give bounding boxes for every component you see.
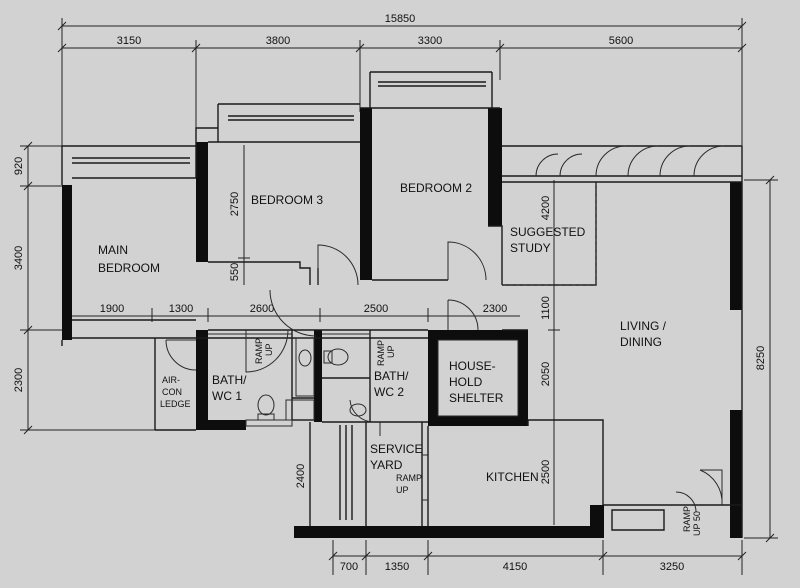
- label-aircon-2: CON: [162, 387, 182, 397]
- walls: [62, 108, 742, 538]
- dim-bedroom3-height: 2750: [229, 192, 241, 216]
- dim-left-2: 3400: [13, 246, 25, 270]
- label-study-1: SUGGESTED: [510, 225, 586, 239]
- dim-shelter-height: 2050: [540, 362, 552, 386]
- dim-internal-4: 2500: [364, 303, 388, 315]
- ramp3-label-2: UP: [396, 485, 409, 495]
- dim-bottom-4: 3250: [660, 561, 684, 573]
- dim-bottom-2: 1350: [385, 561, 409, 573]
- ramp2-label-1: RAMP: [376, 340, 386, 366]
- label-shelter-3: SHELTER: [449, 391, 504, 405]
- dim-top-3: 3300: [418, 35, 442, 47]
- label-bedroom-3: BEDROOM 3: [251, 193, 323, 207]
- dim-top-1: 3150: [117, 35, 141, 47]
- ramp-labels: RAMP UP RAMP UP RAMP UP RAMP UP 50: [254, 338, 702, 536]
- ramp4-label-1: RAMP: [682, 506, 692, 532]
- dim-internal-2: 1300: [169, 303, 193, 315]
- label-study-2: STUDY: [510, 241, 551, 255]
- room-labels: MAIN BEDROOM BEDROOM 3 BEDROOM 2 SUGGEST…: [98, 181, 667, 484]
- dim-overall-width: 15850: [385, 13, 416, 25]
- dim-study-height: 4200: [540, 196, 552, 220]
- label-bath1-1: BATH/: [212, 373, 247, 387]
- label-kitchen: KITCHEN: [486, 470, 539, 484]
- label-bedroom-2: BEDROOM 2: [400, 181, 472, 195]
- label-main-bedroom-1: MAIN: [98, 243, 128, 257]
- dim-right: 8250: [755, 346, 767, 370]
- dim-bedroom3-small: 550: [229, 263, 241, 281]
- dim-service-yard-height: 2400: [295, 464, 307, 488]
- ramp1-label-1: RAMP: [254, 338, 264, 364]
- dim-bottom-1: 700: [340, 561, 358, 573]
- ramp4-label-2: UP 50: [692, 511, 702, 536]
- label-living-1: LIVING /: [620, 319, 667, 333]
- label-shelter-2: HOLD: [449, 375, 483, 389]
- label-main-bedroom-2: BEDROOM: [98, 261, 160, 275]
- label-bath2-1: BATH/: [374, 369, 409, 383]
- label-bath1-2: WC 1: [212, 389, 242, 403]
- dim-top-2: 3800: [266, 35, 290, 47]
- dim-left-1: 920: [13, 157, 25, 175]
- label-aircon-3: LEDGE: [160, 399, 191, 409]
- label-living-2: DINING: [620, 335, 662, 349]
- label-bath2-2: WC 2: [374, 385, 404, 399]
- fixtures: [245, 337, 519, 427]
- dim-corridor: 1100: [540, 296, 552, 320]
- dim-internal-1: 1900: [100, 303, 124, 315]
- label-shelter-1: HOUSE-: [449, 359, 496, 373]
- label-aircon-1: AIR-: [162, 375, 180, 385]
- dim-bottom-3: 4150: [503, 561, 527, 573]
- dim-internal-5: 2300: [483, 303, 507, 315]
- ramp2-label-2: UP: [386, 345, 396, 358]
- doors: [165, 145, 725, 513]
- dim-top-4: 5600: [609, 35, 633, 47]
- ramp3-label-1: RAMP: [396, 473, 422, 483]
- dim-internal-3: 2600: [250, 303, 274, 315]
- dim-kitchen-height: 2500: [540, 460, 552, 484]
- dim-left-3: 2300: [13, 368, 25, 392]
- ramp1-label-2: UP: [264, 343, 274, 356]
- label-service-1: SERVICE: [370, 442, 422, 456]
- label-service-2: YARD: [370, 458, 403, 472]
